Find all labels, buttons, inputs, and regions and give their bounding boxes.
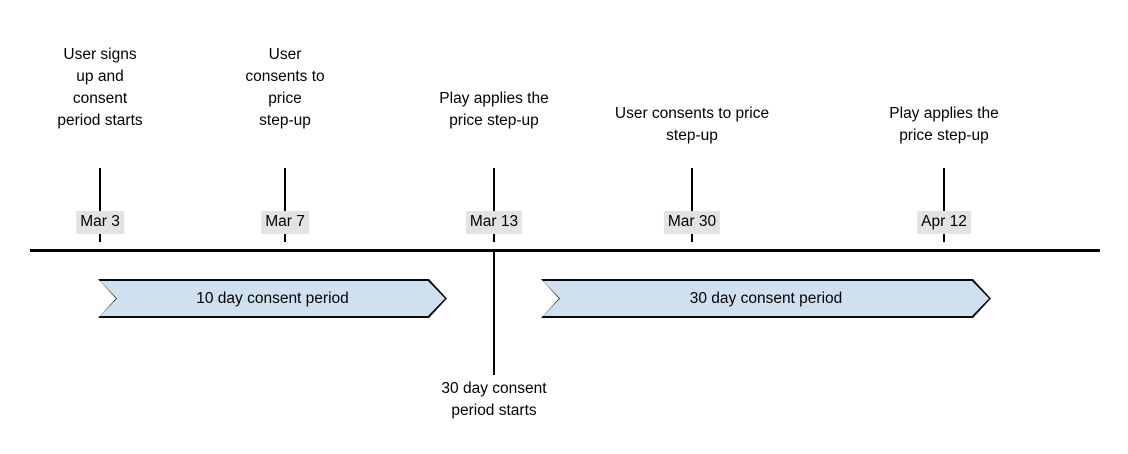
timeline-event-apr-12: Play applies the price step-up Apr 12 <box>854 0 1034 250</box>
event-date-chip: Mar 7 <box>261 211 309 234</box>
consent-period-banner-thirty-day: 30 day consent period <box>541 279 991 318</box>
event-date-chip: Mar 13 <box>465 211 523 234</box>
event-caption: User consents to price step-up <box>245 46 325 129</box>
annotation-thirty-day-start: 30 day consent period starts <box>441 380 547 419</box>
banner-label: 10 day consent period <box>196 289 349 307</box>
event-caption: Play applies the price step-up <box>889 105 999 144</box>
event-tick-mar-7 <box>284 168 286 242</box>
timeline-event-mar-7: User consents to price step-up Mar 7 <box>207 0 363 250</box>
event-tick-mar-30 <box>691 168 693 242</box>
banner-label: 30 day consent period <box>689 289 843 307</box>
event-tick-mar-13 <box>493 168 495 242</box>
event-tick-mar-3 <box>99 168 101 242</box>
event-date-chip: Apr 12 <box>917 211 971 234</box>
event-caption: User signs up and consent period starts <box>57 46 143 129</box>
event-date-chip: Mar 30 <box>663 211 721 234</box>
timeline-event-mar-13: Play applies the price step-up Mar 13 <box>404 0 584 250</box>
event-tick-mar-13-extension <box>493 249 495 375</box>
banner-fill <box>543 281 989 316</box>
event-caption: Play applies the price step-up <box>439 90 549 129</box>
event-date-chip: Mar 3 <box>76 211 124 234</box>
timeline-event-mar-3: User signs up and consent period starts … <box>20 0 180 250</box>
timeline-event-mar-30: User consents to price step-up Mar 30 <box>580 0 804 250</box>
consent-period-banner-ten-day: 10 day consent period <box>98 279 447 318</box>
banner-fill <box>100 281 445 316</box>
event-tick-apr-12 <box>943 168 945 242</box>
event-caption: User consents to price step-up <box>614 105 770 144</box>
timeline-axis <box>30 249 1100 252</box>
